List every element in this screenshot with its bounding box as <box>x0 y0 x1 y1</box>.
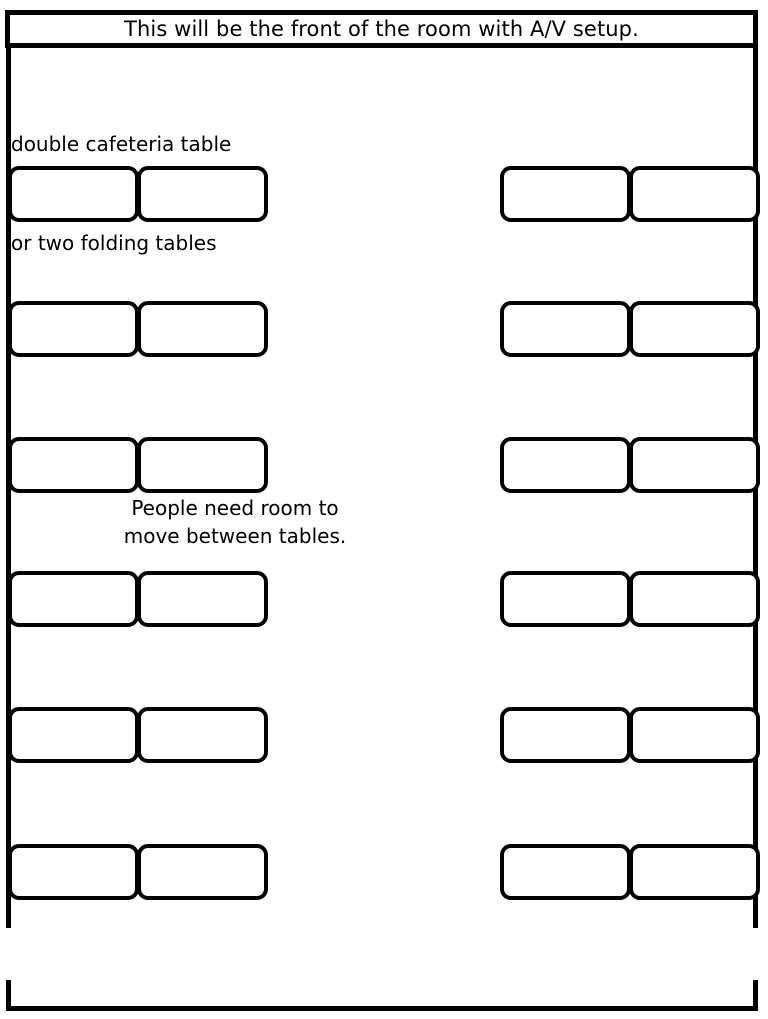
table-unit <box>629 707 760 763</box>
table-unit <box>137 707 268 763</box>
front-of-room-label: This will be the front of the room with … <box>124 16 639 41</box>
table-unit <box>500 844 631 900</box>
table-pair-left-5 <box>8 707 268 763</box>
wall-right-lower <box>753 980 758 1011</box>
label-or-two-folding-tables: or two folding tables <box>11 231 217 255</box>
table-pair-right-2 <box>500 301 760 357</box>
table-pair-left-1 <box>8 166 268 222</box>
table-pair-right-5 <box>500 707 760 763</box>
table-pair-left-6 <box>8 844 268 900</box>
label-move-between-tables-line1: People need room to <box>131 496 339 520</box>
table-unit <box>8 166 139 222</box>
table-unit <box>500 707 631 763</box>
table-unit <box>137 166 268 222</box>
table-unit <box>8 571 139 627</box>
table-unit <box>500 571 631 627</box>
table-unit <box>629 166 760 222</box>
table-pair-left-4 <box>8 571 268 627</box>
table-unit <box>8 437 139 493</box>
table-unit <box>8 301 139 357</box>
table-pair-right-1 <box>500 166 760 222</box>
table-pair-right-4 <box>500 571 760 627</box>
table-unit <box>629 571 760 627</box>
table-unit <box>500 301 631 357</box>
table-unit <box>137 437 268 493</box>
label-move-between-tables-line2: move between tables. <box>123 524 347 548</box>
table-unit <box>629 301 760 357</box>
table-unit <box>629 844 760 900</box>
label-move-between-tables: People need room to move between tables. <box>60 494 410 550</box>
table-pair-right-3 <box>500 437 760 493</box>
wall-bottom <box>6 1006 758 1011</box>
table-unit <box>629 437 760 493</box>
table-pair-left-3 <box>8 437 268 493</box>
table-unit <box>8 844 139 900</box>
table-unit <box>500 437 631 493</box>
table-unit <box>137 301 268 357</box>
label-double-cafeteria-table: double cafeteria table <box>11 132 232 156</box>
table-pair-right-6 <box>500 844 760 900</box>
table-unit <box>8 707 139 763</box>
table-pair-left-2 <box>8 301 268 357</box>
wall-left-lower <box>6 980 11 1011</box>
table-unit <box>137 844 268 900</box>
front-of-room-banner: This will be the front of the room with … <box>5 10 758 48</box>
table-unit <box>137 571 268 627</box>
wall-left-upper <box>6 48 11 928</box>
table-unit <box>500 166 631 222</box>
